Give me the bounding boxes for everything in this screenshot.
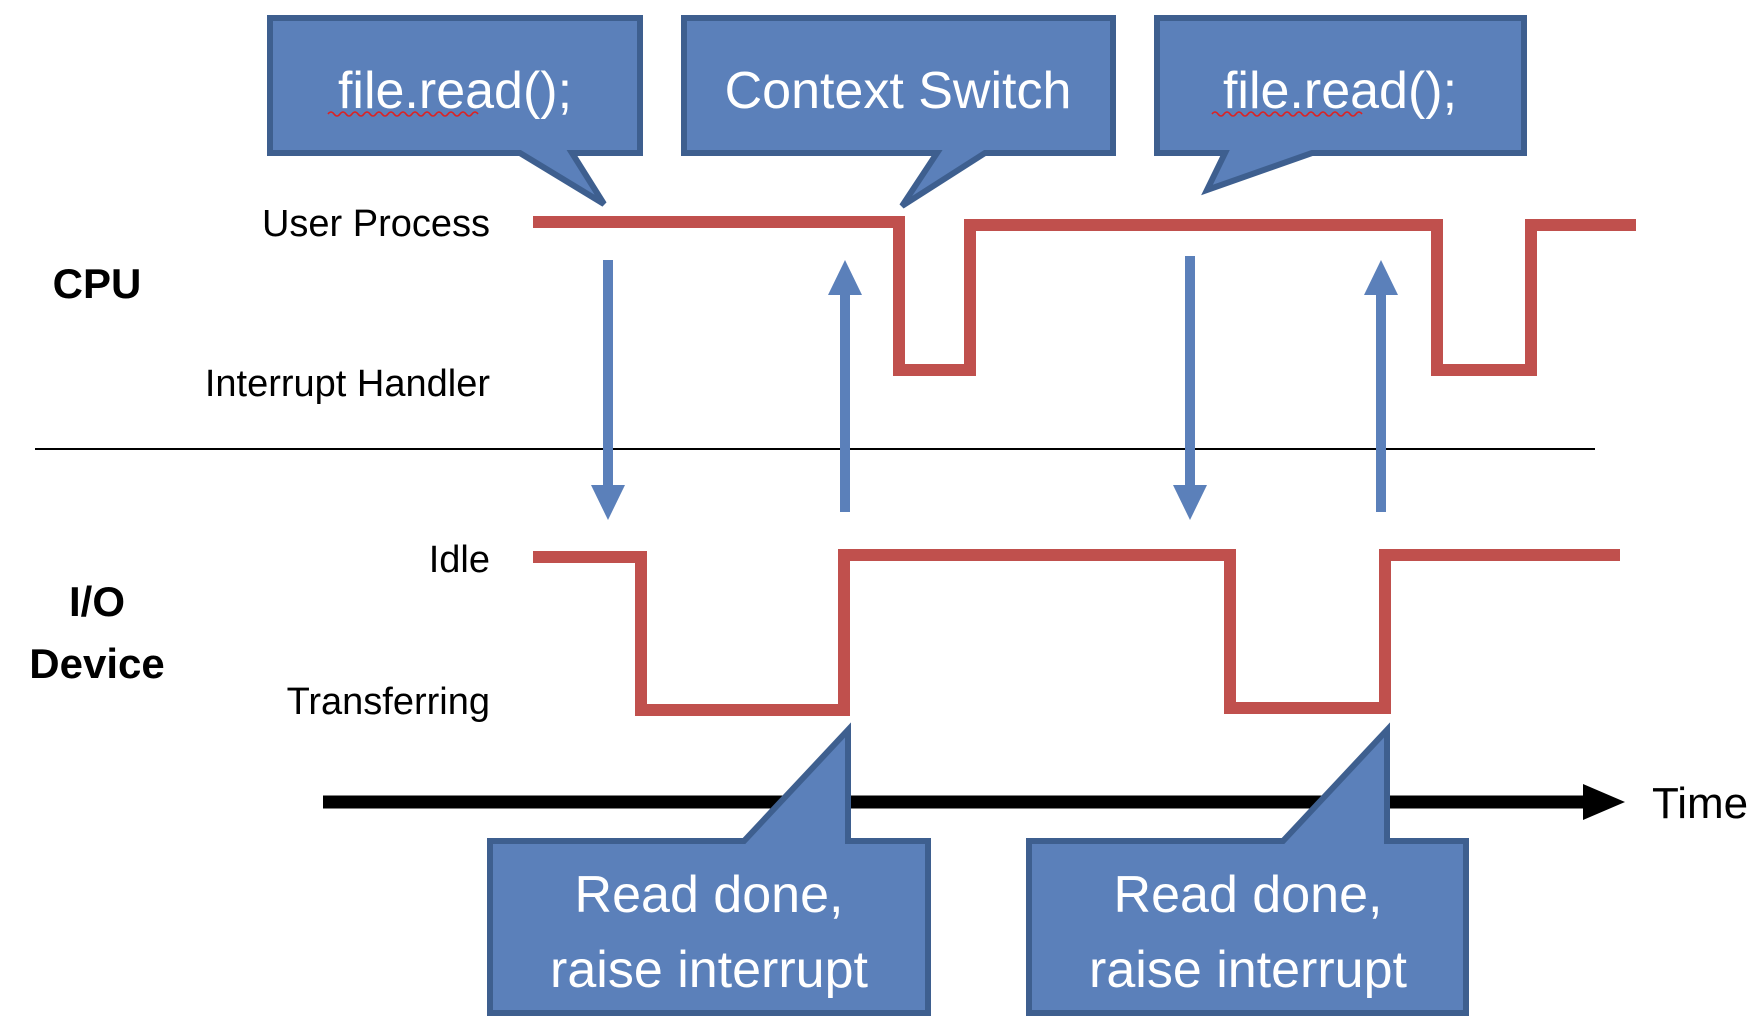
cpu-signal-trace: [533, 216, 1636, 376]
io-group-label-line2: Device: [29, 640, 164, 687]
transferring-level-label: Transferring: [287, 681, 490, 723]
callout-context-switch-text: Context Switch: [725, 62, 1072, 120]
arrow-cpu-to-io-2: [1173, 256, 1207, 520]
arrow-io-to-cpu-2: [1364, 260, 1398, 512]
cpu-group-label: CPU: [53, 260, 142, 307]
arrow-io-to-cpu-1: [828, 260, 862, 512]
user-process-level-label: User Process: [262, 203, 490, 245]
callout-read-done-1-line2: raise interrupt: [550, 941, 868, 999]
callout-read-done-2: Read done, raise interrupt: [1026, 722, 1469, 1016]
callout-file-read-1-text: file.read();: [338, 62, 572, 120]
io-signal-trace: [533, 549, 1620, 716]
callout-file-read-2: file.read();: [1154, 15, 1527, 196]
callout-read-done-2-line1: Read done,: [1114, 866, 1383, 924]
spellcheck-underline: [327, 111, 479, 117]
time-axis-label: Time: [1652, 779, 1748, 828]
callout-read-done-1-line1: Read done,: [575, 866, 844, 924]
spellcheck-underline: [1211, 111, 1363, 117]
idle-level-label: Idle: [429, 539, 490, 581]
time-axis-arrowhead: [1583, 784, 1625, 820]
arrow-cpu-to-io-1: [591, 260, 625, 520]
io-group-label-line1: I/O: [69, 578, 125, 625]
callout-file-read-2-text: file.read();: [1223, 62, 1457, 120]
interrupt-handler-level-label: Interrupt Handler: [205, 363, 490, 405]
callout-read-done-1: Read done, raise interrupt: [487, 722, 931, 1016]
callout-read-done-2-line2: raise interrupt: [1089, 941, 1407, 999]
callout-context-switch: Context Switch: [681, 15, 1116, 209]
callout-file-read-1: file.read();: [267, 15, 643, 207]
